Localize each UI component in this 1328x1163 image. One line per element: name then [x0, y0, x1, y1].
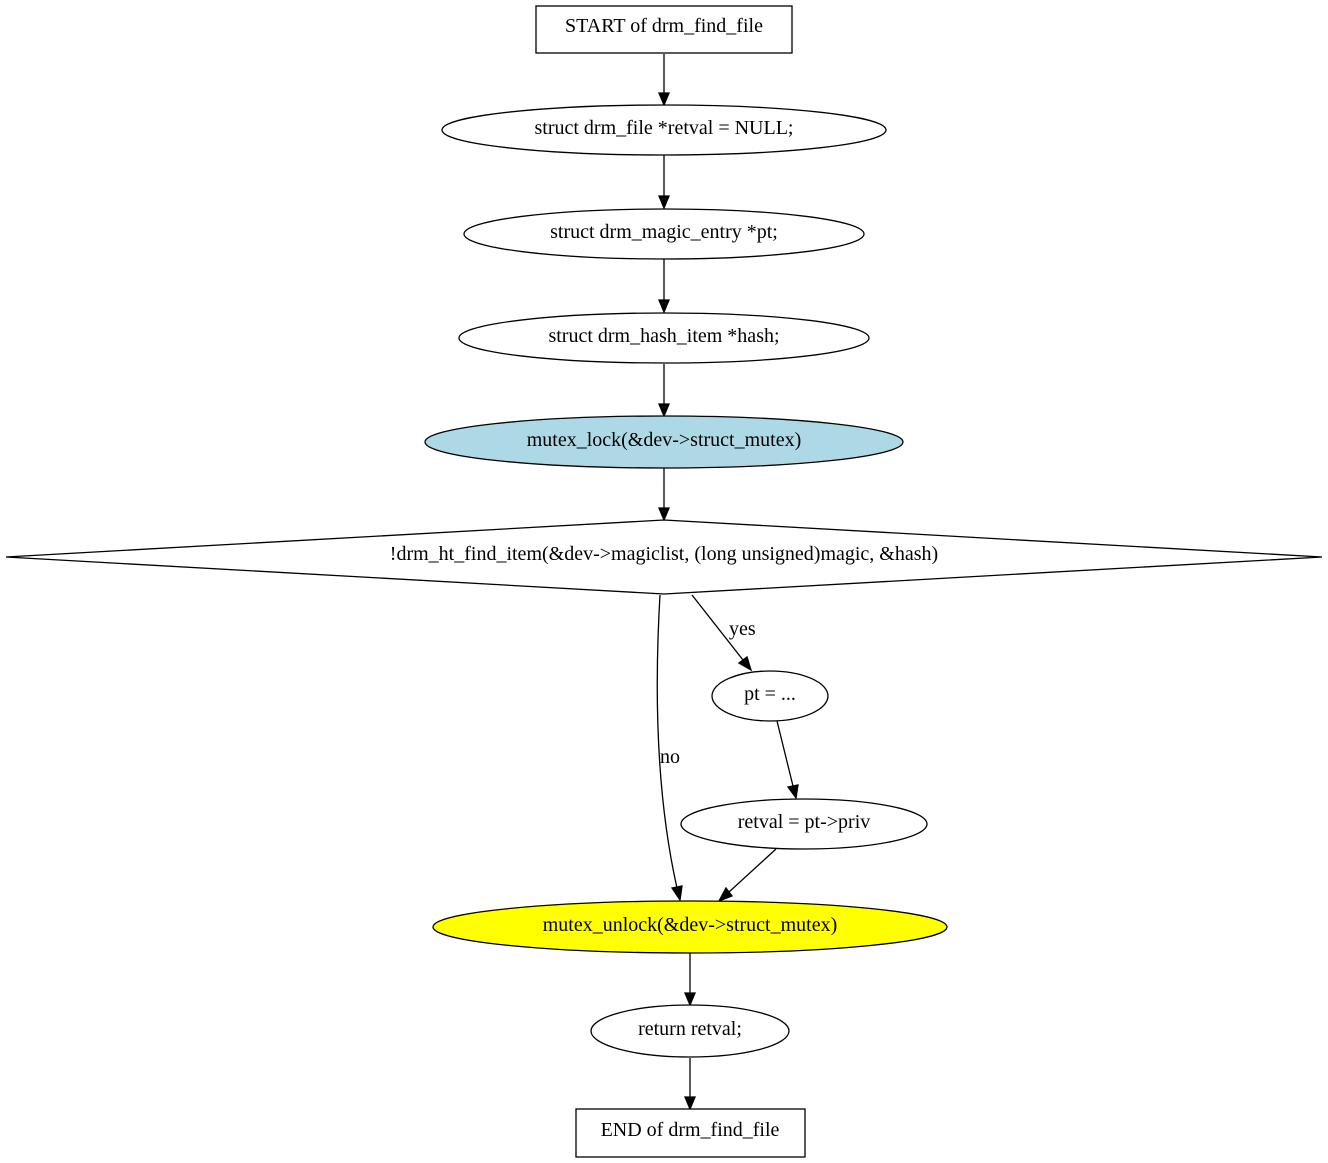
node-decl-retval-label: struct drm_file *retval = NULL;	[535, 117, 794, 139]
edge-retval-assign-to-mutex-unlock	[717, 848, 777, 903]
edge-mutex-unlock-to-return	[684, 953, 696, 1007]
node-condition: !drm_ht_find_item(&dev->magiclist, (long…	[5, 519, 1323, 595]
node-end: END of drm_find_file	[575, 1108, 806, 1158]
edge-label-no: no	[660, 746, 680, 768]
edge-pt-assign-to-retval-assign	[776, 720, 799, 800]
node-start: START of drm_find_file	[535, 5, 793, 54]
node-end-label: END of drm_find_file	[601, 1119, 780, 1141]
node-decl-hash: struct drm_hash_item *hash;	[458, 312, 870, 364]
edge-label-yes: yes	[729, 618, 756, 640]
node-retval-assign-label: retval = pt->priv	[738, 811, 871, 833]
edge-decl-pt-to-decl-hash	[658, 259, 670, 314]
node-start-label: START of drm_find_file	[565, 15, 763, 37]
node-mutex-lock: mutex_lock(&dev->struct_mutex)	[424, 415, 904, 469]
node-mutex-unlock-label: mutex_unlock(&dev->struct_mutex)	[543, 914, 838, 936]
edge-decl-hash-to-mutex-lock	[658, 364, 670, 418]
edge-decl-retval-to-decl-pt	[658, 155, 670, 210]
node-mutex-unlock: mutex_unlock(&dev->struct_mutex)	[432, 900, 948, 954]
node-decl-pt-label: struct drm_magic_entry *pt;	[550, 221, 778, 243]
node-return-label: return retval;	[638, 1018, 742, 1040]
edge-condition-to-mutex-unlock: no	[656, 594, 683, 902]
node-decl-pt: struct drm_magic_entry *pt;	[463, 208, 865, 260]
edge-start-to-decl-retval	[658, 54, 670, 107]
nodes: START of drm_find_file struct drm_file *…	[5, 5, 1323, 1158]
node-retval-assign: retval = pt->priv	[680, 798, 928, 850]
node-return: return retval;	[590, 1004, 790, 1058]
node-pt-assign-label: pt = ...	[744, 683, 796, 705]
node-condition-label: !drm_ht_find_item(&dev->magiclist, (long…	[390, 543, 938, 565]
edge-mutex-lock-to-condition	[658, 468, 670, 522]
node-mutex-lock-label: mutex_lock(&dev->struct_mutex)	[527, 429, 802, 451]
node-pt-assign: pt = ...	[711, 670, 829, 722]
edge-return-to-end	[684, 1058, 696, 1111]
node-decl-hash-label: struct drm_hash_item *hash;	[548, 325, 779, 347]
edge-condition-to-pt-assign: yes	[691, 594, 756, 672]
edges: yes no	[656, 54, 799, 1111]
node-decl-retval: struct drm_file *retval = NULL;	[441, 104, 887, 156]
